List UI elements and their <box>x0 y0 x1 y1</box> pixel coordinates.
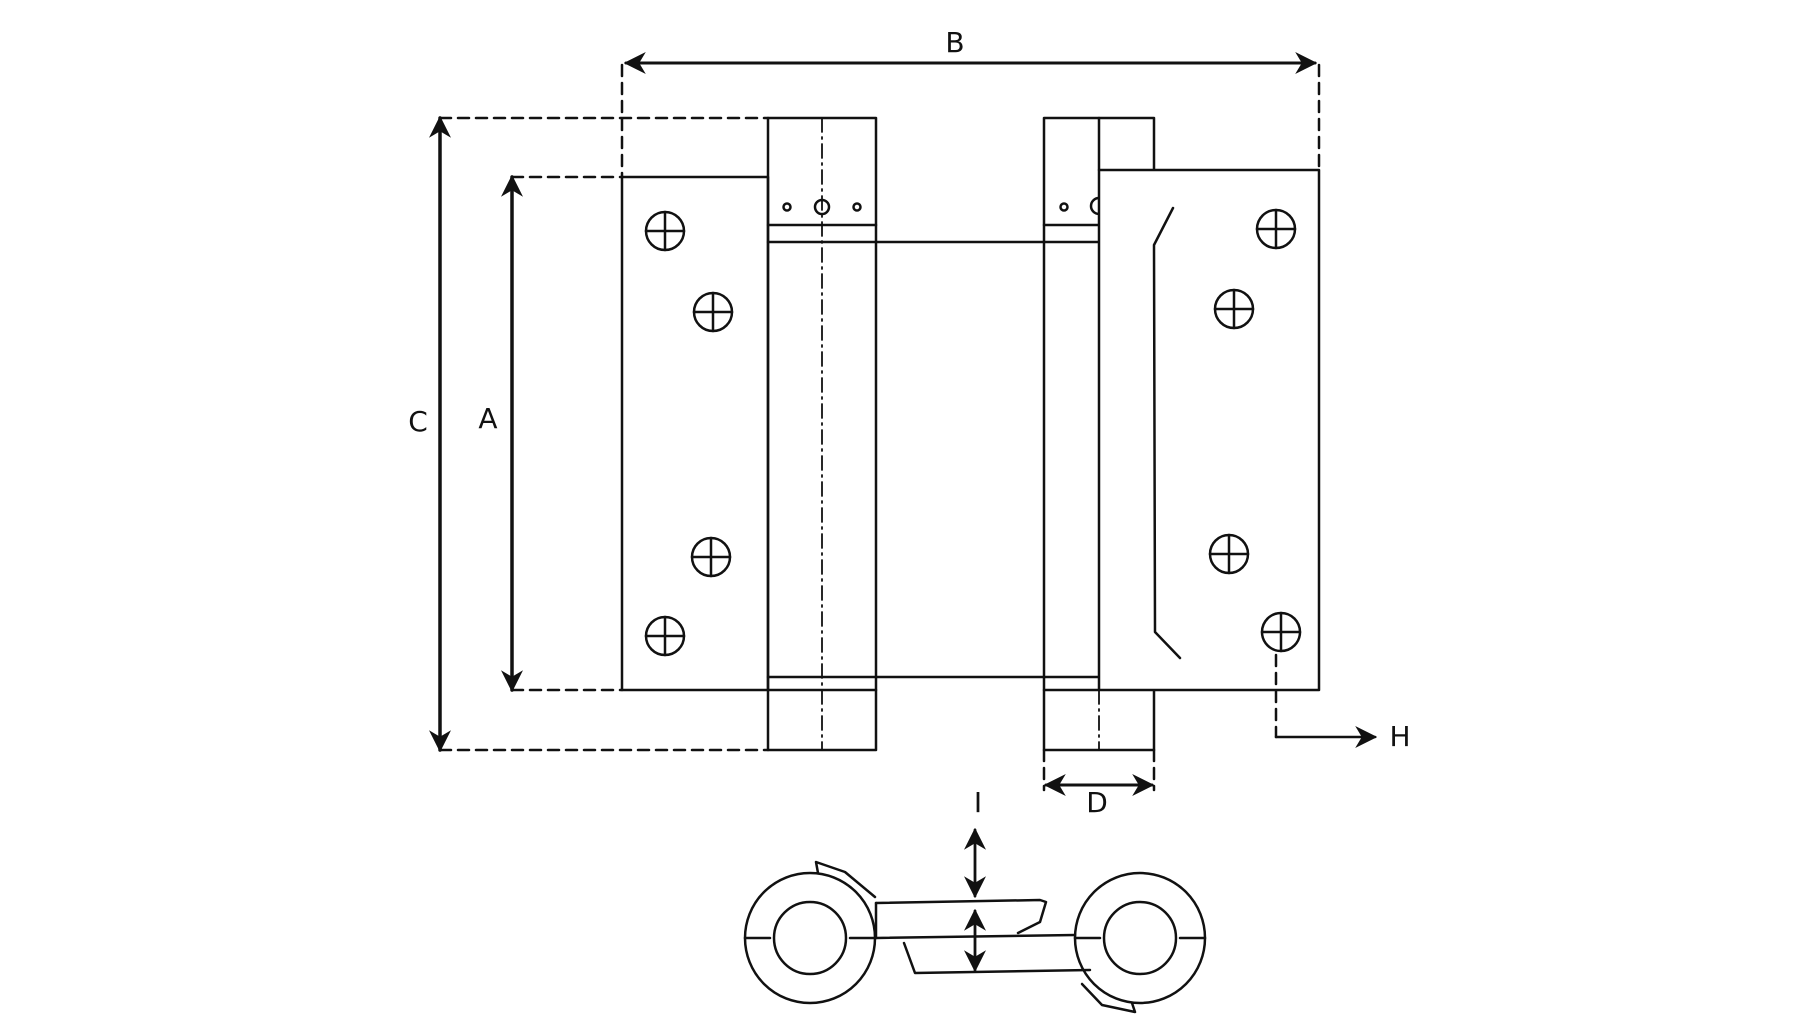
right-leaf <box>1097 168 1321 692</box>
section-view <box>743 827 1207 1014</box>
dimension-b-label: B <box>945 26 964 59</box>
dimension-i-label: I <box>974 786 982 819</box>
screw-icon <box>692 291 734 333</box>
left-leaf-plate <box>620 175 770 692</box>
right-leaf-bend <box>1152 206 1182 660</box>
screw-icon <box>1208 533 1250 575</box>
left-barrel <box>766 116 878 752</box>
right-leaf-plate <box>1097 168 1321 692</box>
dimension-d-label: D <box>1086 786 1108 819</box>
screw-icon <box>1260 611 1302 653</box>
left-leaf <box>620 175 770 692</box>
dimension-h-label: H <box>1389 720 1410 753</box>
screw-icon <box>1213 288 1255 330</box>
screw-icon <box>1255 208 1297 250</box>
dimension-c-label: C <box>408 405 428 438</box>
screw-icon <box>644 615 686 657</box>
extension-lines <box>438 63 1321 792</box>
screw-icon <box>644 210 686 252</box>
screw-icon <box>690 536 732 578</box>
dimension-a-label: A <box>478 402 497 435</box>
